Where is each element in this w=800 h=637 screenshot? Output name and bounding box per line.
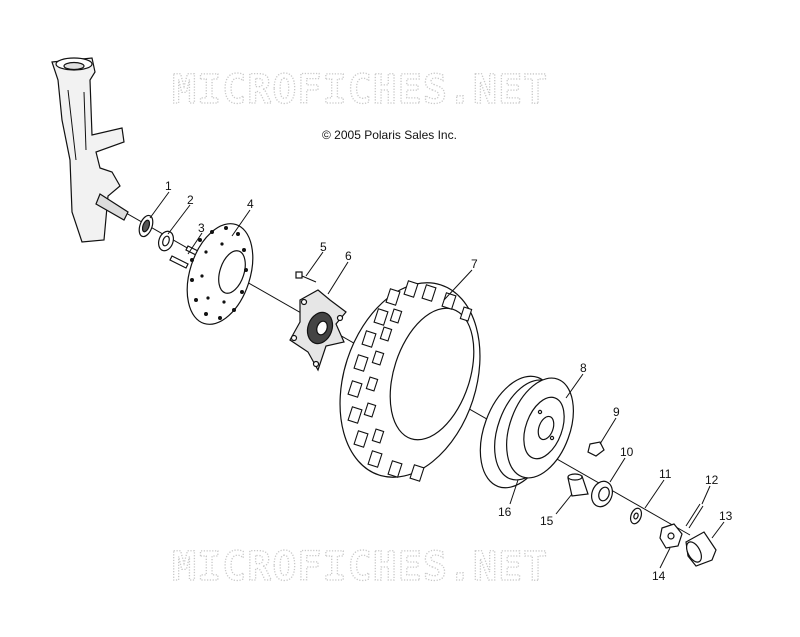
part-5-bolt (295, 271, 317, 283)
callout-11: 11 (659, 467, 672, 481)
callout-16: 16 (498, 505, 512, 519)
part-6-hub (289, 289, 347, 372)
steering-knuckle (51, 57, 129, 243)
callout-labels: 1 2 3 4 5 6 7 8 9 10 11 12 13 14 15 16 (165, 179, 733, 583)
callout-10: 10 (620, 445, 634, 459)
part-4-brake-disc (186, 223, 254, 325)
callout-6: 6 (345, 249, 352, 263)
callout-1: 1 (165, 179, 172, 193)
watermark-bottom: MICROFICHES.NET (172, 544, 548, 590)
callout-4: 4 (247, 197, 254, 211)
part-14-nut (659, 523, 683, 549)
part-15-cone (567, 473, 589, 497)
leader-lines (149, 191, 725, 569)
part-8-rim (479, 375, 574, 489)
part-10-spacer (591, 480, 613, 508)
part-7-tire (339, 280, 481, 482)
watermark-top: MICROFICHES.NET (172, 67, 548, 113)
part-1-seal (138, 214, 154, 238)
part-12-cotter-pin (685, 503, 704, 529)
callout-8: 8 (580, 361, 587, 375)
callout-3: 3 (198, 221, 205, 235)
part-11-washer (629, 507, 643, 525)
callout-9: 9 (613, 405, 620, 419)
callout-7: 7 (471, 257, 478, 271)
part-2-spacer (157, 230, 175, 252)
callout-2: 2 (187, 193, 194, 207)
copyright-text: © 2005 Polaris Sales Inc. (322, 128, 457, 142)
callout-14: 14 (652, 569, 666, 583)
part-13-cap (685, 531, 717, 567)
callout-12: 12 (705, 473, 719, 487)
callout-5: 5 (320, 240, 327, 254)
callout-13: 13 (719, 509, 733, 523)
part-9-valve (587, 441, 605, 457)
callout-15: 15 (540, 514, 554, 528)
